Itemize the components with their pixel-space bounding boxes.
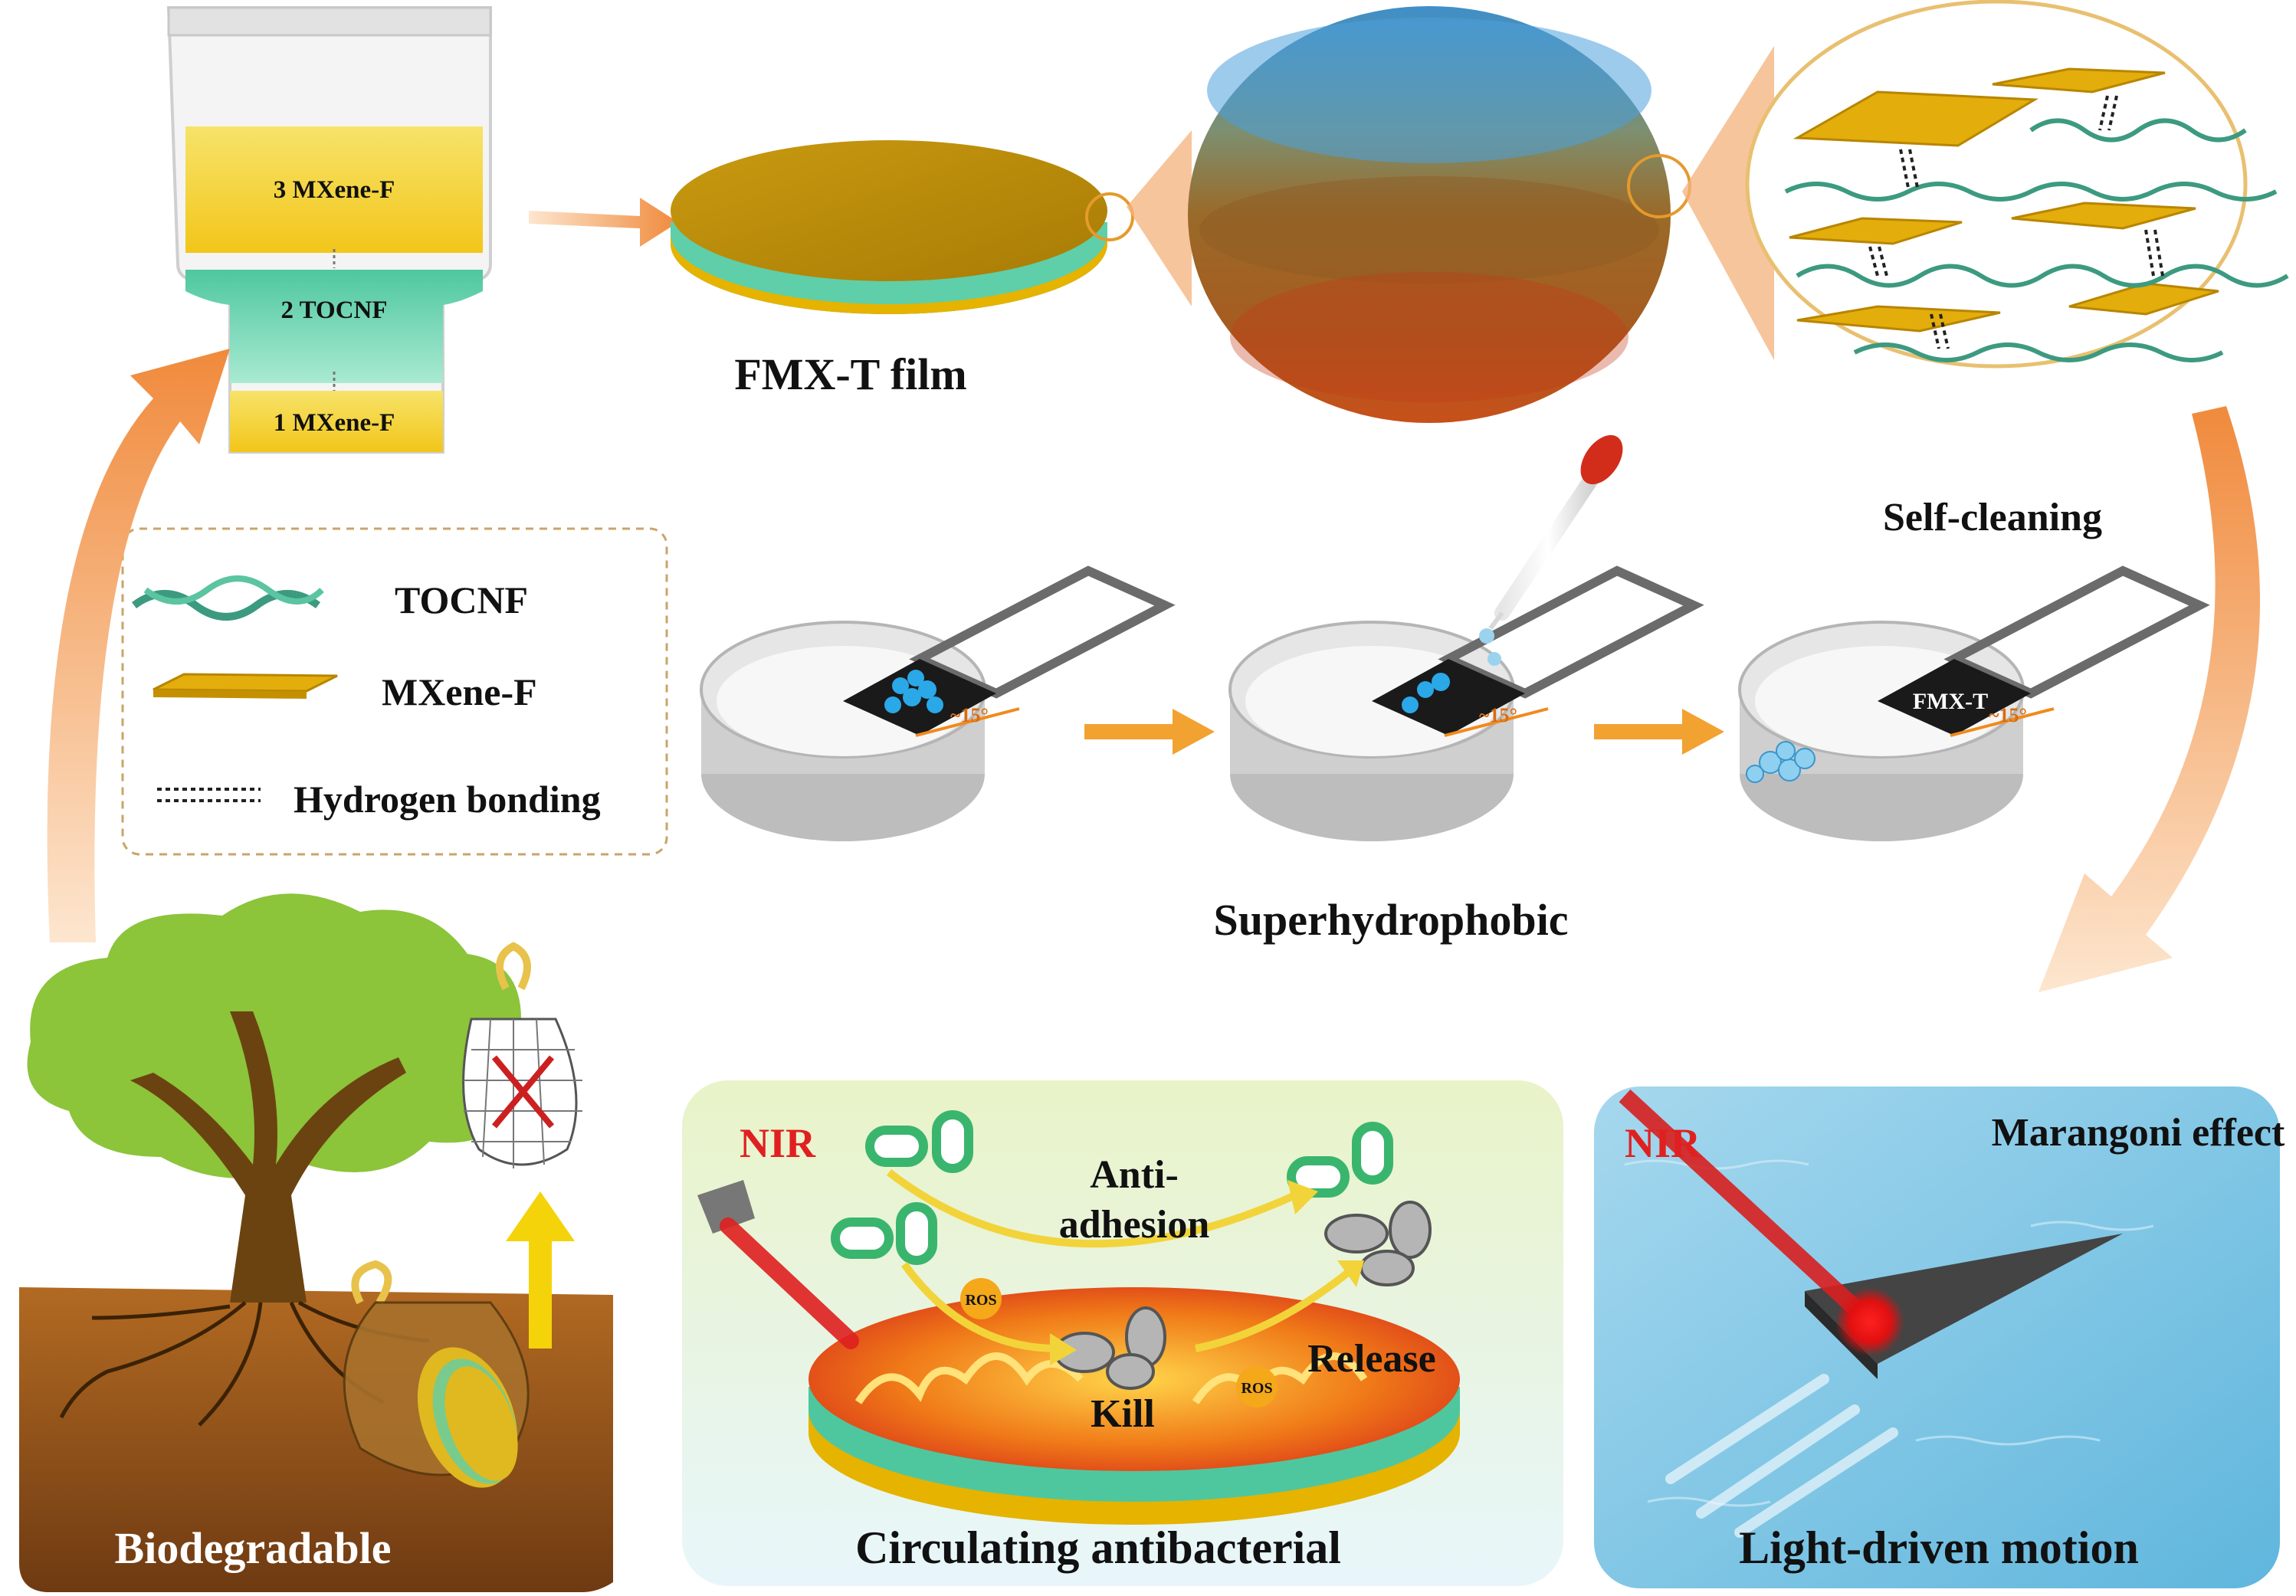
water-droplets: [1402, 673, 1450, 713]
bacteria-live: [831, 1110, 1393, 1265]
tocnf-fiber: [1853, 342, 2224, 362]
angle-line: [1950, 707, 2055, 737]
angle-label-3: ~15°: [1989, 704, 2027, 726]
legend-hbond-label: Hydrogen bonding: [294, 778, 601, 821]
hydrogen-bond-lines: [1868, 95, 2164, 349]
motion-caption: Light-driven motion: [1739, 1522, 2139, 1573]
water-droplets: [884, 670, 943, 713]
arrow-recycle-to-vial: [47, 349, 231, 942]
legend-tocnf-icon: [143, 575, 324, 605]
net-bag-buried: [343, 1260, 530, 1488]
ros-bubble: [1236, 1366, 1278, 1408]
legend-tocnf-label: TOCNF: [395, 578, 528, 621]
legend: TOCNF MXene-F Hydrogen bonding: [121, 527, 668, 856]
light-driven-motion-panel: NIR Marangoni effect Light-driven motion: [1594, 1086, 2285, 1588]
arrow-head: [1050, 1333, 1077, 1365]
angle-line: [915, 707, 1020, 737]
legend-mxene-label: MXene-F: [382, 670, 537, 713]
tree-crown: [27, 893, 535, 1178]
arrow-dish-2-to-3: [1594, 709, 1724, 755]
wake-trails: [1665, 1374, 1898, 1538]
legend-mxene-icon: [153, 690, 307, 699]
fmx-t-film: [671, 140, 1134, 314]
up-arrow: [506, 1191, 575, 1349]
laser-spot: [1835, 1287, 1904, 1356]
vial-layer-1: [230, 391, 443, 452]
vial-layer-3: [185, 126, 483, 253]
tocnf-fiber: [1796, 264, 2289, 288]
antibacterial-caption: Circulating antibacterial: [855, 1522, 1341, 1573]
vial-layer-3-label: 3 MXene-F: [274, 176, 395, 204]
angle-label-1: ~15°: [950, 704, 989, 726]
superhydrophobic-label: Superhydrophobic: [1213, 895, 1568, 945]
flame: [854, 1352, 1084, 1404]
flame: [1192, 1352, 1368, 1404]
laser-head: [697, 1180, 755, 1234]
pipette: [1479, 434, 1623, 666]
mxene-flake: [2011, 202, 2196, 230]
zoom-cone: [1127, 130, 1192, 306]
cross-mark-icon: [491, 1055, 555, 1129]
filtration-vial: 3 MXene-F 2 TOCNF 1 MXene-F: [166, 6, 492, 454]
bacteria-dead: [1054, 1201, 1432, 1390]
tocnf-fiber: [2029, 118, 2247, 143]
mxene-flake: [2068, 282, 2219, 316]
ros-label-1: ROS: [965, 1292, 996, 1309]
kill-label: Kill: [1091, 1392, 1155, 1436]
zoom-cone: [1682, 46, 1774, 360]
antibacterial-panel: NIR ROS ROS Anti-: [682, 1080, 1563, 1586]
vial-layer-2-label: 2 TOCNF: [280, 297, 387, 324]
vial-layer-2: [185, 270, 483, 383]
film-on-slide: [1372, 659, 1525, 736]
mxene-flake: [1992, 67, 2166, 93]
petri-dish-1: ~15°: [700, 565, 1176, 841]
angle-line: [1444, 707, 1549, 737]
arrow-release: [1195, 1269, 1352, 1352]
vial-layer-1-label: 1 MXene-F: [274, 409, 395, 437]
motion-nir-label: NIR: [1625, 1120, 1701, 1166]
film-caption: FMX-T film: [734, 349, 966, 399]
nir-laser-beam: [1619, 1089, 1876, 1329]
anti-adhesion-label-1: Anti-: [1090, 1153, 1179, 1197]
ros-bubble: [960, 1278, 1002, 1319]
arrow-to-film: [529, 198, 678, 247]
nir-laser-beam: [720, 1217, 859, 1349]
film-zoom-circle: [1085, 192, 1134, 241]
arrow-dish-1-to-2: [1084, 709, 1215, 755]
petri-dish-2: ~15°: [1228, 434, 1704, 841]
layered-structure-ellipse: [1745, 0, 2289, 369]
cross-section-micrograph: [1188, 6, 1691, 423]
arrow-structure-to-motion: [2039, 406, 2261, 992]
arrow-head: [1337, 1260, 1364, 1287]
arrow-kill: [900, 1262, 1058, 1352]
mxene-flake: [1793, 90, 2039, 147]
net-bag-intact: [462, 942, 582, 1168]
arrow-head: [1287, 1180, 1318, 1214]
film-label: FMX-T: [1913, 689, 1988, 714]
legend-hbond-icon: [157, 788, 261, 802]
release-label: Release: [1307, 1337, 1435, 1381]
petri-dish-3: FMX-T ~15°: [1738, 565, 2210, 841]
biodegradable-caption: Biodegradable: [115, 1523, 392, 1573]
ros-label-2: ROS: [1241, 1380, 1272, 1397]
mxene-flake: [1789, 217, 1963, 245]
antibacterial-nir-label: NIR: [740, 1120, 816, 1166]
water-surface: [1594, 1086, 2280, 1588]
tocnf-fiber: [1784, 182, 2278, 202]
self-cleaning-label: Self-cleaning: [1883, 496, 2102, 539]
tree-trunk: [130, 1011, 406, 1303]
legend-tocnf-icon: [132, 590, 320, 621]
film-on-slide: [1878, 659, 2031, 736]
marangoni-label: Marangoni effect: [1992, 1111, 2285, 1155]
mxene-flake: [1796, 305, 2001, 333]
angle-label-2: ~15°: [1479, 704, 1517, 726]
arrow-anti-adhesion: [886, 1169, 1297, 1248]
legend-mxene-icon: [153, 673, 338, 693]
dirt-droplets: [1746, 741, 1815, 783]
biodegradable-scene: [19, 893, 613, 1592]
anti-adhesion-label-2: adhesion: [1059, 1203, 1210, 1247]
